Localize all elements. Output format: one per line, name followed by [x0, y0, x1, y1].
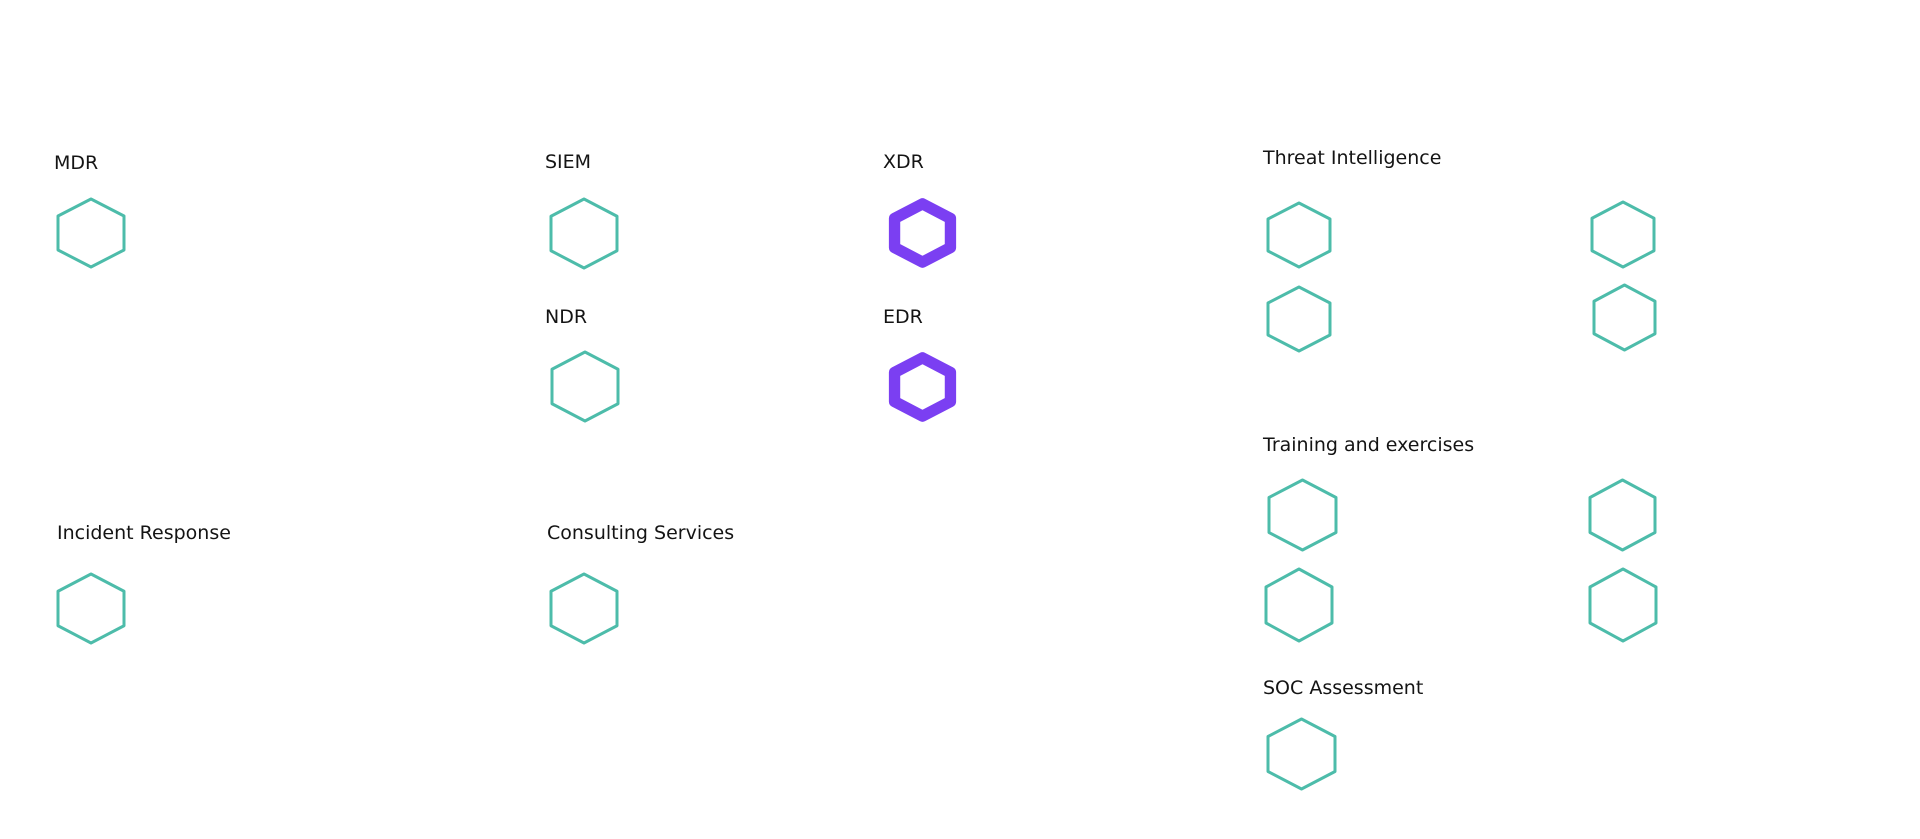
hexagon-ring	[888, 352, 957, 422]
hexagon-outline-icon[interactable]	[549, 572, 619, 645]
hexagon-ring	[888, 198, 957, 268]
hexagon-outline	[1590, 200, 1656, 269]
hexagon-outline-icon[interactable]	[56, 197, 126, 269]
hexagon-filled-ring-icon[interactable]	[885, 194, 960, 272]
hexagon-outline	[56, 197, 126, 269]
hexagon-outline-icon[interactable]	[1266, 717, 1337, 791]
hexagon-outline	[1266, 201, 1332, 269]
group-label-incident-response: Incident Response	[57, 522, 231, 544]
hexagon-outline	[1588, 567, 1658, 643]
group-label-threat-intelligence: Threat Intelligence	[1263, 147, 1442, 169]
hexagon-outline-icon[interactable]	[1588, 567, 1658, 643]
hexagon-outline	[56, 572, 126, 645]
group-label-soc-assessment: SOC Assessment	[1263, 677, 1424, 699]
hexagon-outline-icon[interactable]	[1266, 201, 1332, 269]
hexagon-outline	[1266, 285, 1332, 353]
hexagon-outline-icon[interactable]	[549, 197, 619, 270]
hexagon-outline	[1592, 283, 1657, 352]
hexagon-outline	[1266, 717, 1337, 791]
hexagon-outline	[550, 350, 620, 423]
group-label-training: Training and exercises	[1263, 434, 1475, 456]
hexagon-outline	[549, 197, 619, 270]
hexagon-outline	[1267, 478, 1338, 552]
hexagon-outline	[1588, 478, 1657, 552]
hexagon-outline-icon[interactable]	[1592, 283, 1657, 352]
hexagon-outline-icon[interactable]	[1267, 478, 1338, 552]
hexagon-outline-icon[interactable]	[1264, 567, 1334, 643]
group-label-siem: SIEM	[545, 151, 592, 173]
group-label-edr: EDR	[883, 306, 923, 328]
hexagon-outline	[549, 572, 619, 645]
hexagon-outline-icon[interactable]	[1588, 478, 1657, 552]
hexagon-outline	[1264, 567, 1334, 643]
hexagon-outline-icon[interactable]	[1590, 200, 1656, 269]
hexagon-filled-ring-icon[interactable]	[885, 348, 960, 426]
hexagon-outline-icon[interactable]	[56, 572, 126, 645]
group-label-consulting-services: Consulting Services	[547, 522, 735, 544]
hexagon-outline-icon[interactable]	[1266, 285, 1332, 353]
hexagon-outline-icon[interactable]	[550, 350, 620, 423]
group-label-mdr: MDR	[54, 152, 99, 174]
group-label-xdr: XDR	[883, 151, 924, 173]
group-label-ndr: NDR	[545, 306, 588, 328]
